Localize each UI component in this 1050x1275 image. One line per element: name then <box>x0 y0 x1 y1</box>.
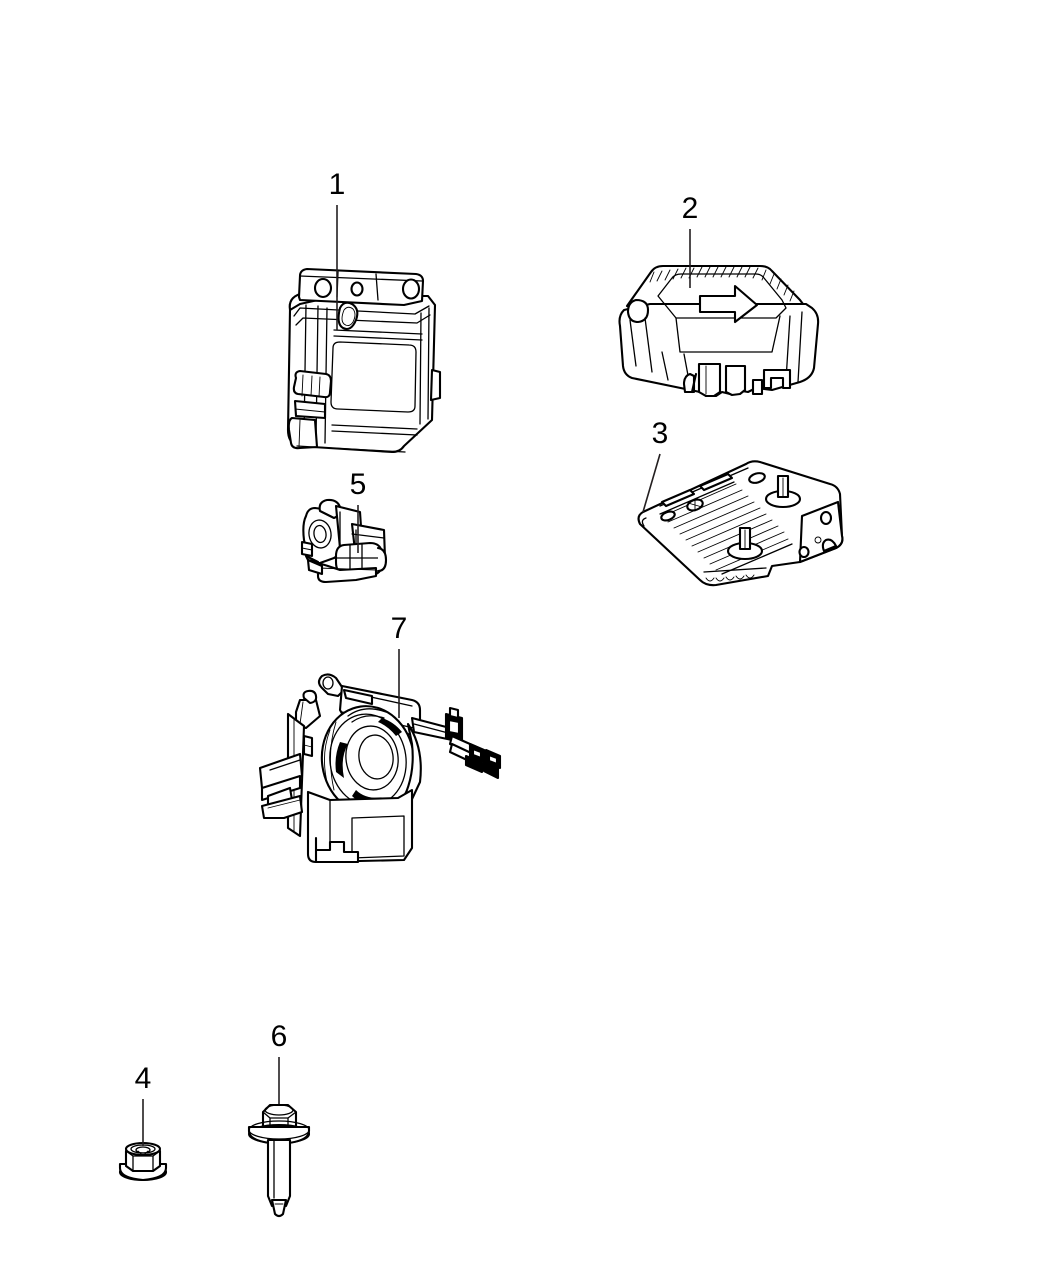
part-1-airbag-control-module <box>286 267 442 454</box>
callout-leader-3 <box>642 453 661 513</box>
callout-number-3: 3 <box>652 417 669 450</box>
callout-numbers: 1 2 3 4 5 6 7 <box>135 168 699 1095</box>
part-4-flange-nut <box>118 1141 168 1182</box>
bracket-stud-lower <box>726 526 764 561</box>
part-5-impact-sensor <box>300 498 388 584</box>
callout-leaders <box>142 205 691 1146</box>
callout-number-5: 5 <box>350 468 367 501</box>
callout-number-2: 2 <box>682 192 699 225</box>
part-7-clockspring-assembly <box>258 673 502 864</box>
callout-number-4: 4 <box>135 1062 152 1095</box>
callout-number-1: 1 <box>329 168 346 201</box>
part-3-mounting-bracket-plate <box>637 460 844 587</box>
callout-number-6: 6 <box>271 1020 288 1053</box>
bracket-stud-upper <box>764 474 802 509</box>
callout-number-7: 7 <box>391 612 408 645</box>
part-2-module-cover <box>618 264 820 398</box>
part-6-flange-bolt <box>247 1103 311 1218</box>
